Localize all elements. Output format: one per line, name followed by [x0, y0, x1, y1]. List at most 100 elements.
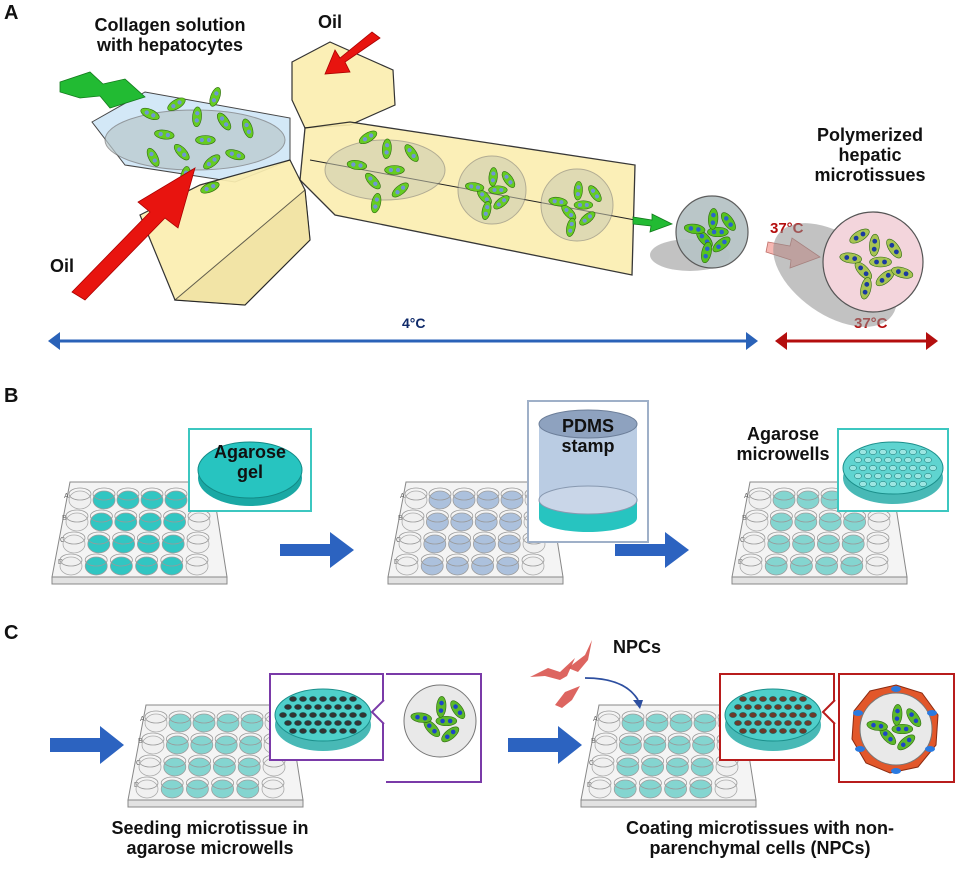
- plate-row-label: C: [136, 760, 141, 767]
- well-rim: [448, 531, 472, 545]
- seeding-caption-line2: agarose microwells: [126, 838, 294, 859]
- microwell: [759, 728, 767, 734]
- hepatocyte-cell: [410, 712, 432, 723]
- hepatocyte-cell: [869, 256, 892, 268]
- hepatocyte-cell: [566, 217, 576, 237]
- microwell: [319, 728, 327, 734]
- microwell: [749, 712, 757, 718]
- agarose-microwells-inset: [837, 428, 949, 512]
- seeded-disc-icon: [274, 688, 372, 751]
- microwell: [304, 704, 312, 710]
- agarose-microwells-label: Agarose microwells: [728, 424, 838, 464]
- microwell: [754, 720, 762, 726]
- well-rim: [452, 487, 476, 501]
- well-rim: [664, 776, 687, 790]
- collagen-solution-label: Collagen solution with hepatocytes: [70, 15, 270, 55]
- well-rim: [499, 509, 523, 523]
- step-arrow-b2: [615, 532, 689, 568]
- well-rim: [136, 531, 160, 545]
- well-rim: [597, 710, 621, 724]
- microwell: [764, 720, 772, 726]
- collagen-inlet-arrow: [59, 71, 146, 109]
- step-arrow-c1: [50, 726, 124, 764]
- well-rim: [236, 776, 260, 790]
- well-rim: [261, 776, 285, 790]
- well-rim: [239, 732, 263, 746]
- microwell: [324, 704, 332, 710]
- microwell: [929, 465, 937, 471]
- microwell: [919, 481, 927, 487]
- well-rim: [764, 553, 788, 567]
- microwell: [734, 720, 742, 726]
- well-rim: [693, 710, 717, 724]
- microwell: [299, 696, 307, 702]
- pdms-line2: stamp: [561, 436, 615, 457]
- microwell: [289, 712, 297, 718]
- well-rim: [689, 776, 713, 790]
- coated-microtissue-inset: [838, 673, 955, 783]
- microwell: [924, 473, 932, 479]
- hepatocyte-cell: [869, 233, 880, 257]
- microwell: [344, 720, 352, 726]
- hepatocyte-cell: [573, 200, 594, 210]
- well-rim: [450, 509, 474, 523]
- microwell: [764, 704, 772, 710]
- plate-row-label: B: [138, 738, 143, 745]
- well-rim: [62, 531, 86, 545]
- polymerized-microtissues-label: Polymerized hepatic microtissues: [800, 125, 940, 185]
- well-rim: [445, 553, 469, 567]
- microwell: [784, 720, 792, 726]
- well-rim: [59, 553, 83, 567]
- hepatocyte-cell: [579, 211, 596, 226]
- microwell: [284, 704, 292, 710]
- well-rim: [865, 553, 889, 567]
- seeding-caption-line1: Seeding microtissue in: [111, 818, 309, 838]
- hepatocyte-cell: [365, 172, 381, 190]
- hepatocyte-cell: [488, 167, 498, 187]
- microwell: [914, 457, 922, 463]
- microwell: [854, 457, 862, 463]
- microwell: [914, 473, 922, 479]
- pdms-stamp-icon: [538, 409, 638, 532]
- microwell: [739, 696, 747, 702]
- microwell: [749, 728, 757, 734]
- hepatocyte-cell: [683, 223, 706, 235]
- well-rim: [690, 754, 714, 768]
- hepatocyte-cell: [548, 196, 568, 207]
- microwell: [744, 704, 752, 710]
- well-rim: [428, 487, 452, 501]
- hepatocyte-cell: [561, 204, 577, 221]
- well-rim: [65, 509, 89, 523]
- hepatocyte-cell: [891, 266, 914, 279]
- microwell: [899, 481, 907, 487]
- well-rim: [401, 509, 425, 523]
- hepatocyte-cell: [441, 726, 460, 743]
- well-rim: [90, 509, 113, 523]
- microwell: [284, 720, 292, 726]
- microwell: [804, 720, 812, 726]
- hepatocyte-cell: [225, 149, 246, 161]
- microwell: [354, 704, 362, 710]
- well-rim: [165, 732, 189, 746]
- polymerized-label-line1: Polymerized: [816, 125, 924, 145]
- microwell-disc-icon: [842, 441, 944, 504]
- coated-microwells-inset: [719, 673, 835, 761]
- pdms-line1: PDMS: [561, 416, 614, 436]
- plate-row-label: A: [64, 493, 69, 500]
- hepatocyte-cell: [588, 185, 602, 202]
- well-rim: [164, 487, 188, 501]
- hepatocyte-cell: [242, 118, 254, 139]
- well-rim: [588, 776, 612, 790]
- plate-row-label: C: [60, 537, 65, 544]
- microwell: [809, 712, 817, 718]
- well-rim: [87, 531, 111, 545]
- well-plate-coated: ABCD: [580, 704, 757, 808]
- well-rim: [621, 710, 645, 724]
- microwell: [329, 728, 337, 734]
- hepatocyte-cell: [891, 723, 914, 735]
- microwell: [894, 473, 902, 479]
- well-rim: [792, 531, 815, 545]
- microwell: [889, 449, 897, 455]
- seeding-caption: Seeding microtissue in agarose microwell…: [80, 818, 340, 858]
